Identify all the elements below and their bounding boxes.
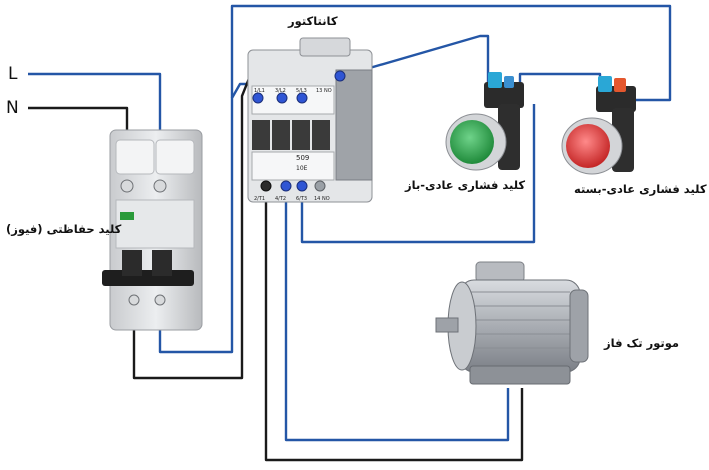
push-button-normally-closed[interactable] (561, 76, 636, 175)
contactor-bottom-mark-1: 2/T1 (254, 196, 265, 202)
contactor-top-mark-3: 5/L3 (296, 88, 307, 94)
contactor-model: 509 (296, 154, 309, 162)
contactor-bottom-mark-2: 4/T2 (275, 196, 286, 202)
wire-coil-to-nc (230, 4, 672, 102)
label-line-n: N (6, 98, 19, 118)
push-button-normally-open[interactable] (445, 72, 524, 171)
circuit-breaker (102, 129, 203, 331)
contactor: 1/L1 3/L2 5/L3 13 NO 509 10E 2/T1 4/T2 6… (247, 37, 373, 203)
label-breaker: کلید حفاظتی (فیوز) (6, 222, 122, 236)
breaker-toggle[interactable] (102, 270, 194, 286)
label-push-open: کلید فشاری عادی-باز (405, 178, 526, 192)
contactor-top-mark-4: 13 NO (316, 88, 332, 94)
wire-t-to-motor-blue (284, 190, 510, 442)
contactor-model-sub: 10E (296, 165, 308, 172)
contactor-bottom-mark-3: 6/T3 (296, 196, 307, 202)
single-phase-motor (435, 261, 589, 385)
label-push-closed: کلید فشاری عادی-بسته (574, 182, 707, 196)
contactor-top-mark-2: 3/L2 (275, 88, 286, 94)
contactor-bottom-mark-4: 14 NO (314, 196, 330, 202)
label-motor: موتور تک فاز (604, 336, 680, 350)
label-line-l: L (8, 64, 18, 84)
wire-t-to-motor-black (264, 190, 524, 462)
label-contactor: کانتاکتور (288, 14, 338, 28)
contactor-top-mark-1: 1/L1 (254, 88, 265, 94)
wire-no-to-nc (518, 72, 602, 100)
wire-no-return (300, 104, 536, 244)
